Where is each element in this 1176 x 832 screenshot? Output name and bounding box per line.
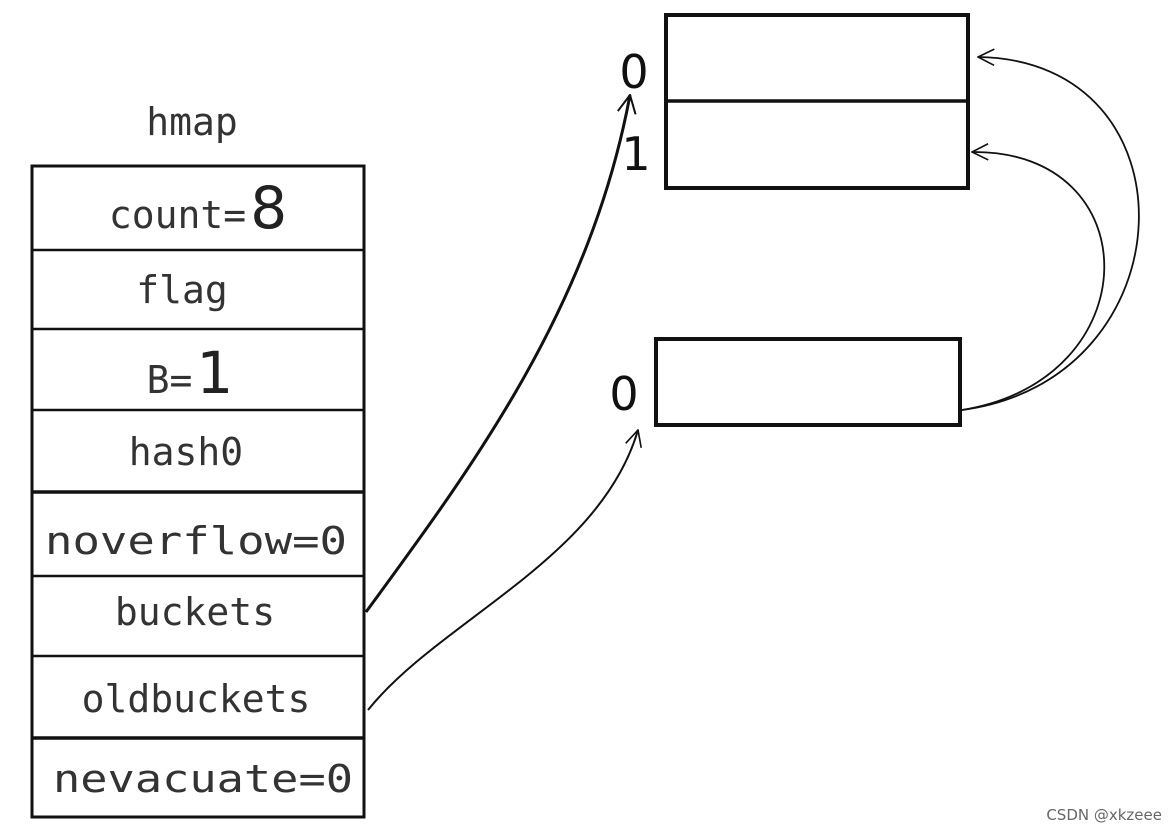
old-bucket-outline	[654, 337, 962, 427]
hmap-struct: count=8 flag B=1 hash0 noverflow=0 bucke…	[30, 164, 366, 819]
new-bucket-index-0: 0	[619, 45, 648, 99]
field-flag: flag	[136, 268, 228, 312]
old-bucket-index-0: 0	[609, 367, 638, 421]
evacuate-arrow-to-bucket-0	[961, 57, 1140, 411]
field-b-text: B=1	[147, 339, 234, 407]
oldbuckets-pointer-arrow	[367, 430, 638, 711]
field-b-label: B=	[147, 358, 193, 402]
new-bucket-index-1: 1	[621, 127, 650, 181]
field-count: count=8	[109, 174, 287, 242]
field-oldbuckets: oldbuckets	[82, 677, 311, 721]
new-bucket-array: 0 1	[619, 13, 970, 190]
buckets-pointer-arrow	[364, 95, 630, 613]
field-hash0: hash0	[129, 430, 243, 474]
field-b: B=1	[147, 339, 234, 407]
field-b-value: 1	[196, 339, 233, 407]
old-bucket-array: 0	[609, 337, 962, 427]
watermark: CSDN @xkzeee	[1046, 806, 1162, 824]
field-nevacuate: nevacuate=0	[53, 757, 353, 801]
field-buckets: buckets	[115, 590, 275, 634]
field-count-value: 8	[250, 174, 287, 242]
evacuate-arrow-to-bucket-1	[961, 152, 1106, 411]
hmap-title: hmap	[146, 100, 238, 144]
field-count-label: count=	[109, 193, 246, 237]
field-count-text: count=8	[109, 174, 287, 242]
field-noverflow: noverflow=0	[45, 519, 347, 563]
